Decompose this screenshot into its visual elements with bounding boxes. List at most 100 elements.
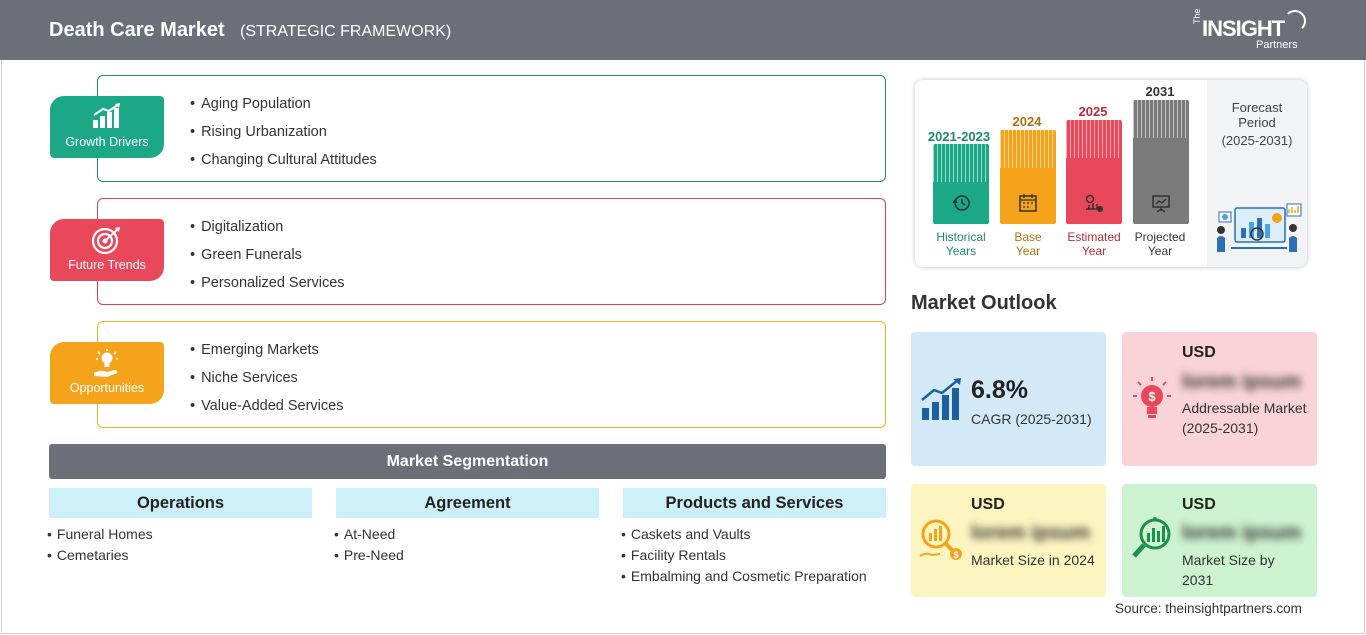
list-item: Funeral Homes: [47, 525, 153, 546]
segment-heading-products-services: Products and Services: [623, 488, 886, 518]
opportunities-list: Emerging Markets Niche Services Value-Ad…: [190, 340, 343, 424]
source-note[interactable]: Source: theinsightpartners.com: [1115, 601, 1302, 616]
forecast-period-panel: Forecast Period (2025-2031): [1207, 80, 1307, 267]
growth-chart-icon: [921, 378, 961, 420]
chart-magnifier-icon: [1132, 517, 1171, 558]
target-icon: [91, 227, 120, 254]
size-2031-value: lorem ipsum: [1182, 522, 1301, 544]
timeline-year-projected: 2031: [1145, 84, 1175, 99]
opportunities-label: Opportunities: [69, 381, 145, 395]
lightbulb-hand-icon: [94, 349, 118, 377]
future-trends-badge: Future Trends: [50, 219, 164, 281]
market-outlook-title: Market Outlook: [911, 292, 1057, 314]
opportunities-badge: Opportunities: [50, 342, 164, 404]
growth-drivers-list: Aging Population Rising Urbanization Cha…: [190, 94, 377, 178]
caption-line: Year: [1147, 244, 1173, 258]
header-bar: Death Care Market (STRATEGIC FRAMEWORK) …: [0, 0, 1366, 60]
growth-drivers-badge: Growth Drivers: [50, 96, 164, 158]
timeline-bar-historical: [933, 144, 989, 224]
opportunities-box: Emerging Markets Niche Services Value-Ad…: [97, 321, 886, 428]
content-frame: [1, 60, 1365, 634]
caption-line: Projected: [1134, 230, 1186, 244]
list-item: Rising Urbanization: [190, 122, 377, 150]
timeline-card: 2021-2023 Historical Years 2024 Base Yea…: [915, 80, 1307, 267]
caption-line: Year: [1015, 244, 1041, 258]
timeline-bar-estimated: [1066, 120, 1122, 224]
bar-stripes: [1066, 120, 1122, 158]
list-item: Green Funerals: [190, 245, 345, 273]
dollar-bulb-icon: $: [1133, 377, 1171, 418]
market-size-2031-card: USD lorem ipsum Market Size by 2031: [1122, 484, 1317, 597]
logo-the: The: [1192, 8, 1202, 24]
caption-line: Estimated: [1067, 230, 1121, 244]
growth-drivers-label: Growth Drivers: [65, 135, 149, 149]
bar-stripes: [1000, 130, 1056, 168]
future-trends-label: Future Trends: [68, 258, 146, 272]
list-item: Changing Cultural Attitudes: [190, 150, 377, 178]
list-item: Emerging Markets: [190, 340, 343, 368]
logo-partners: Partners: [1256, 39, 1298, 51]
timeline-caption-projected: Projected Year: [1120, 230, 1200, 258]
timeline-year-estimated: 2025: [1078, 104, 1108, 119]
list-item: Aging Population: [190, 94, 377, 122]
bar-stripes: [933, 144, 989, 182]
addressable-label: Addressable Market (2025-2031): [1182, 400, 1307, 436]
size-2024-label: Market Size in 2024: [971, 552, 1095, 568]
future-trends-box: Digitalization Green Funerals Personaliz…: [97, 198, 886, 305]
gear-chart-icon: [1085, 194, 1103, 212]
caption-line: Base: [1014, 230, 1042, 244]
timeline-caption-base: Base Year: [988, 230, 1068, 258]
forecast-period-range: (2025-2031): [1221, 133, 1293, 148]
segment-list-products-services: Caskets and Vaults Facility Rentals Emba…: [621, 525, 867, 588]
page-subtitle: (STRATEGIC FRAMEWORK): [240, 23, 452, 40]
svg-text:$: $: [953, 550, 958, 560]
segment-list-agreement: At-Need Pre-Need: [334, 525, 404, 567]
calendar-icon: [1019, 194, 1037, 212]
cagr-label: CAGR (2025-2031): [971, 411, 1092, 427]
timeline-caption-estimated: Estimated Year: [1054, 230, 1134, 258]
addressable-market-card: $ USD lorem ipsum Addressable Market (20…: [1122, 332, 1317, 466]
segment-heading-operations: Operations: [49, 488, 312, 518]
size-2031-label: Market Size by 2031: [1182, 552, 1275, 588]
addressable-currency: USD: [1182, 344, 1216, 361]
svg-text:$: $: [1148, 389, 1156, 404]
timeline-year-base: 2024: [1012, 114, 1042, 129]
segment-list-operations: Funeral Homes Cemetaries: [47, 525, 153, 567]
timeline-caption-historical: Historical Years: [921, 230, 1001, 258]
timeline-bar-projected: [1133, 100, 1189, 224]
list-item: Digitalization: [190, 217, 345, 245]
logo-swoosh-icon: [1284, 10, 1306, 32]
market-size-2024-card: $ USD lorem ipsum Market Size in 2024: [911, 484, 1106, 597]
size-2031-currency: USD: [1182, 496, 1216, 513]
list-item: Niche Services: [190, 368, 343, 396]
list-item: Cemetaries: [47, 546, 153, 567]
analyst-dashboard-icon: [1217, 203, 1302, 252]
caption-line: Years: [945, 244, 977, 258]
history-icon: [952, 195, 970, 211]
future-trends-list: Digitalization Green Funerals Personaliz…: [190, 217, 345, 301]
size-2024-currency: USD: [971, 496, 1005, 513]
size-2024-value: lorem ipsum: [971, 522, 1090, 544]
page-title: Death Care Market: [49, 19, 225, 41]
addressable-value: lorem ipsum: [1182, 371, 1301, 393]
insight-partners-logo[interactable]: The INSIGHT Partners: [1190, 8, 1310, 54]
list-item: Personalized Services: [190, 273, 344, 301]
bar-chart-growth-icon: [93, 103, 120, 128]
list-item: Value-Added Services: [190, 396, 343, 424]
forecast-period-label: Forecast Period: [1231, 100, 1283, 130]
list-item: Caskets and Vaults: [621, 525, 867, 546]
logo-insight: INSIGHT: [1202, 16, 1285, 41]
list-item: Facility Rentals: [621, 546, 867, 567]
growth-drivers-box: Aging Population Rising Urbanization Cha…: [97, 75, 886, 182]
caption-line: Year: [1081, 244, 1107, 258]
money-magnifier-icon: $: [919, 519, 962, 560]
presentation-icon: [1152, 195, 1170, 213]
list-item: Embalming and Cosmetic Preparation: [621, 567, 867, 588]
cagr-card: 6.8% CAGR (2025-2031): [911, 332, 1106, 466]
list-item: Pre-Need: [334, 546, 404, 567]
segment-heading-agreement: Agreement: [336, 488, 599, 518]
timeline-bar-base: [1000, 130, 1056, 224]
list-item: At-Need: [334, 525, 404, 546]
market-segmentation-title: Market Segmentation: [49, 444, 886, 479]
bar-stripes: [1133, 100, 1189, 138]
